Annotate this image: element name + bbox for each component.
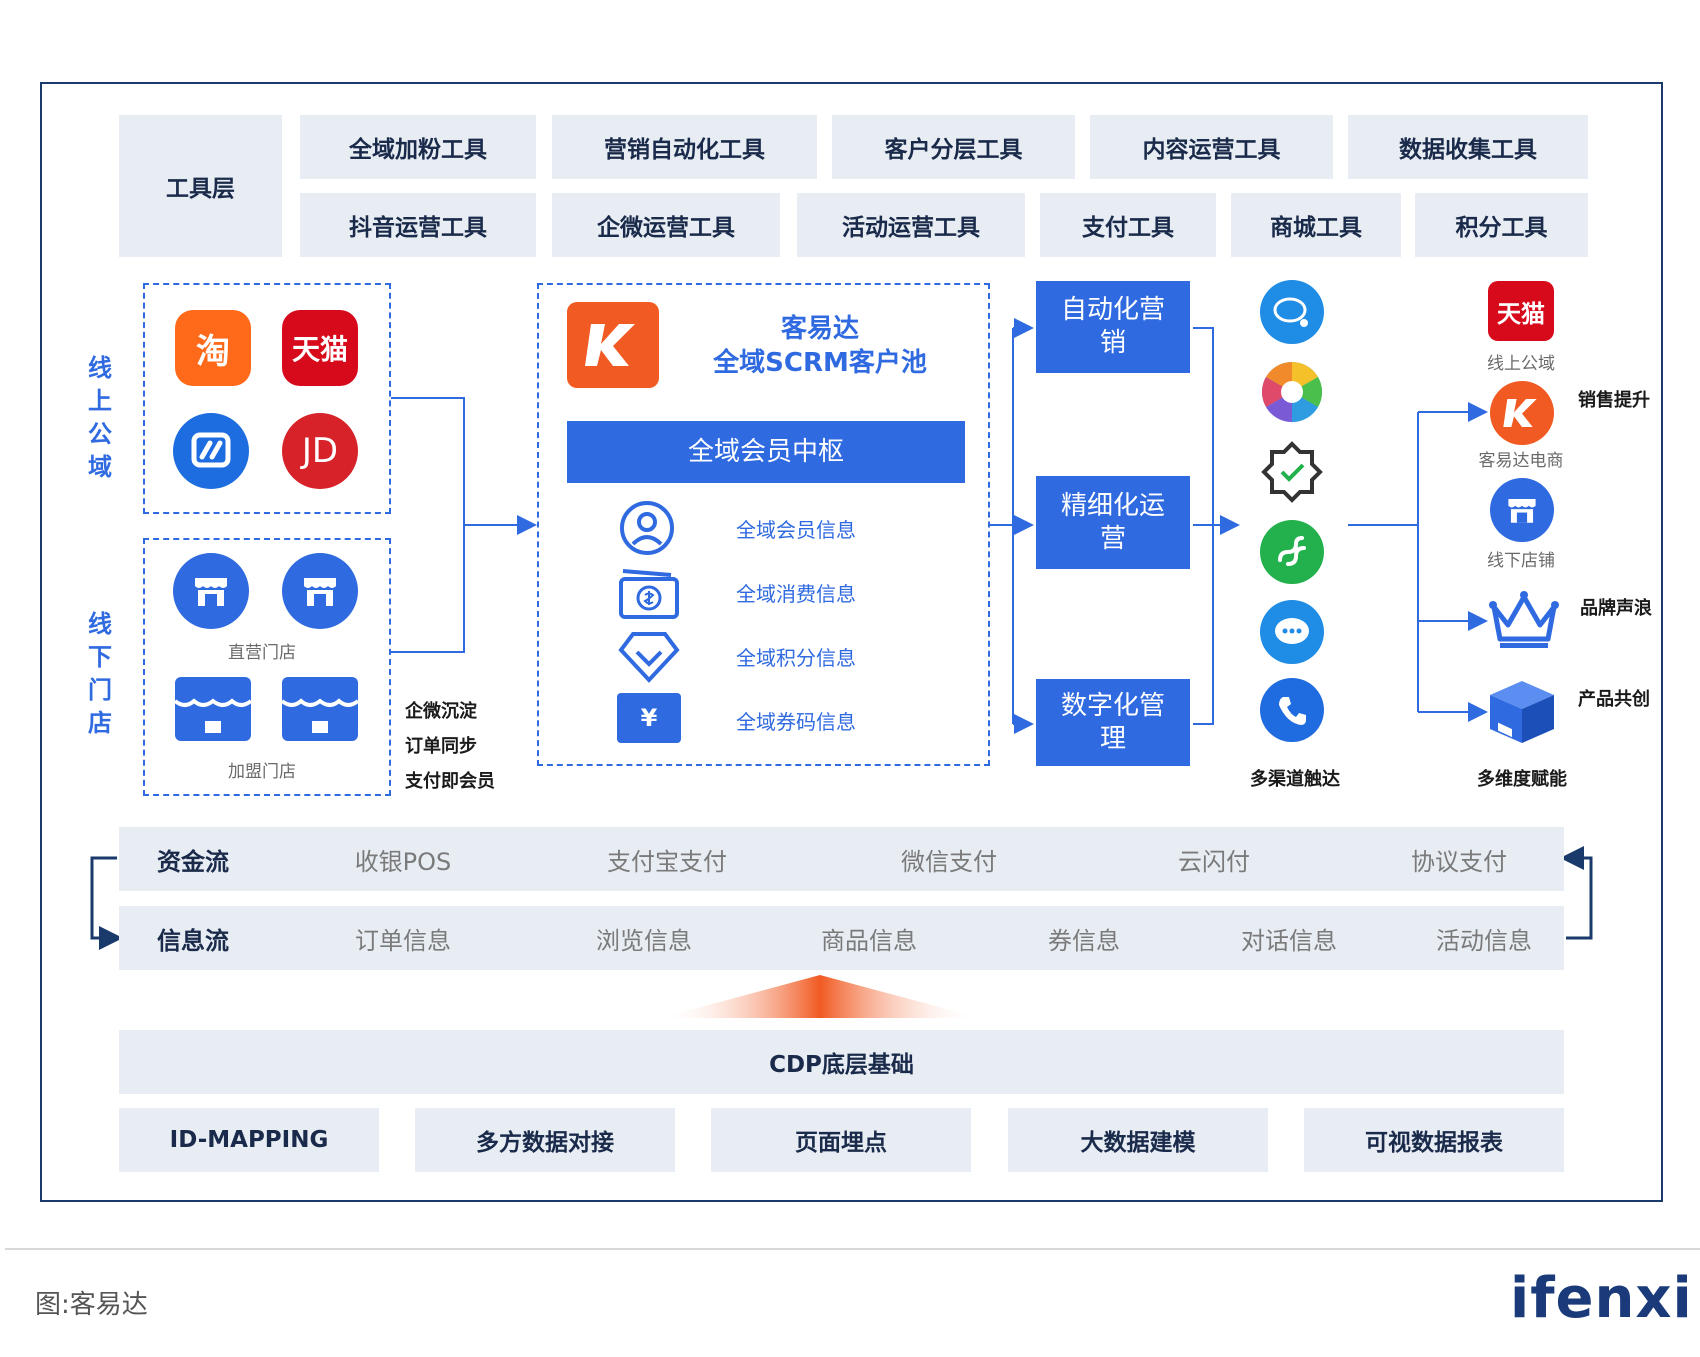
cdp-item: 可视数据报表 [1304, 1108, 1564, 1172]
direct-store-label: 直营门店 [228, 643, 296, 663]
online-label: 线上公域 [88, 354, 112, 481]
money-flow-label: 资金流 [157, 847, 229, 876]
tool-box: 抖音运营工具 [300, 193, 536, 257]
scrm-item: 全域会员信息 [736, 518, 856, 542]
store-output-icon [1490, 478, 1554, 542]
tool-box: 全域加粉工具 [300, 115, 536, 179]
scrm-item: 全域消费信息 [736, 582, 856, 606]
footer-brand: ifenxi [1510, 1266, 1693, 1331]
info-flow-item: 订单信息 [355, 926, 451, 955]
offline-note: 订单同步 [405, 736, 477, 757]
info-flow-item: 商品信息 [821, 926, 917, 955]
store-icon [282, 553, 358, 629]
camera-aperture-icon [1260, 360, 1324, 424]
tool-box: 商城工具 [1231, 193, 1401, 257]
tool-box: 数据收集工具 [1348, 115, 1588, 179]
tool-box: 内容运营工具 [1090, 115, 1333, 179]
cdp-item: 大数据建模 [1008, 1108, 1268, 1172]
online-apps-box [143, 283, 391, 514]
money-flow-row: 资金流 收银POS 支付宝支付 微信支付 云闪付 协议支付 [119, 827, 1564, 891]
coupon-icon: ¥ [617, 693, 681, 743]
output-note-brand: 品牌声浪 [1580, 598, 1652, 619]
info-flow-label: 信息流 [157, 926, 229, 955]
ops-box-digital: 数字化管理 [1036, 679, 1190, 766]
money-bill-icon [617, 565, 681, 621]
scrm-title-line1: 客易达 [780, 314, 859, 344]
info-flow-item: 对话信息 [1241, 926, 1337, 955]
phone-icon [1260, 678, 1324, 742]
franchise-store-icon [280, 675, 360, 743]
output-label-store: 线下店铺 [1487, 551, 1555, 571]
message-icon [1260, 600, 1324, 664]
crown-icon [1486, 587, 1562, 651]
franchise-store-label: 加盟门店 [228, 762, 296, 782]
cdp-label: CDP底层基础 [119, 1030, 1564, 1094]
money-flow-item: 微信支付 [901, 847, 997, 876]
cdp-item: 多方数据对接 [415, 1108, 675, 1172]
scrm-pool-box [537, 283, 990, 766]
cdp-item: 页面埋点 [711, 1108, 971, 1172]
info-flow-item: 浏览信息 [596, 926, 692, 955]
tool-box: 积分工具 [1415, 193, 1588, 257]
ops-box-refined: 精细化运营 [1036, 476, 1190, 569]
scrm-title: 客易达 全域SCRM客户池 [690, 312, 950, 380]
cdp-item: ID-MAPPING [119, 1108, 379, 1172]
footer-source: 图:客易达 [35, 1290, 148, 1320]
money-flow-item: 云闪付 [1178, 847, 1250, 876]
offline-stores-box [143, 538, 391, 796]
kyd-output-icon [1490, 381, 1554, 445]
coupon-yen-text: ¥ [640, 704, 658, 732]
jd-icon: JD [282, 413, 358, 489]
verified-badge-icon [1260, 440, 1324, 504]
user-icon [617, 500, 677, 556]
box-icon [1486, 677, 1558, 745]
scrm-item: 全域券码信息 [736, 710, 856, 734]
tool-box: 活动运营工具 [797, 193, 1025, 257]
offline-note: 企微沉淀 [405, 701, 477, 722]
chat-bubble-icon [1260, 280, 1324, 344]
diamond-icon [617, 628, 681, 684]
tool-box: 客户分层工具 [832, 115, 1075, 179]
footer-divider [5, 1248, 1700, 1250]
tool-box: 企微运营工具 [552, 193, 780, 257]
kyd-logo-icon [567, 302, 659, 388]
ops-box-automation: 自动化营销 [1036, 281, 1190, 373]
scrm-item: 全域积分信息 [736, 646, 856, 670]
mini-program-icon [1260, 520, 1324, 584]
offline-label: 线下门店 [88, 610, 112, 737]
taobao-icon: 淘 [175, 310, 251, 386]
tmall-icon: 天猫 [282, 310, 358, 386]
output-note-sales: 销售提升 [1578, 390, 1650, 411]
outputs-label: 多维度赋能 [1477, 769, 1567, 790]
diagram-frame [40, 82, 1663, 1202]
info-flow-item: 券信息 [1048, 926, 1120, 955]
info-flow-row: 信息流 订单信息 浏览信息 商品信息 券信息 对话信息 活动信息 [119, 906, 1564, 970]
money-flow-item: 收银POS [354, 847, 452, 876]
channels-label: 多渠道触达 [1250, 769, 1340, 790]
output-note-product: 产品共创 [1578, 689, 1650, 710]
tmall-output-icon: 天猫 [1488, 281, 1554, 341]
franchise-store-icon [173, 675, 253, 743]
money-flow-item: 协议支付 [1411, 847, 1507, 876]
offline-note: 支付即会员 [405, 771, 495, 792]
store-icon [173, 553, 249, 629]
output-label-online: 线上公域 [1487, 354, 1555, 374]
info-flow-item: 活动信息 [1436, 926, 1532, 955]
tool-box: 支付工具 [1040, 193, 1216, 257]
output-label-kyd: 客易达电商 [1478, 451, 1564, 471]
tool-box: 营销自动化工具 [552, 115, 817, 179]
member-hub: 全域会员中枢 [567, 421, 965, 483]
tool-layer-label: 工具层 [119, 115, 282, 257]
money-flow-item: 支付宝支付 [607, 847, 727, 876]
app-circle-icon [173, 413, 249, 489]
scrm-title-line2: 全域SCRM客户池 [713, 348, 927, 378]
